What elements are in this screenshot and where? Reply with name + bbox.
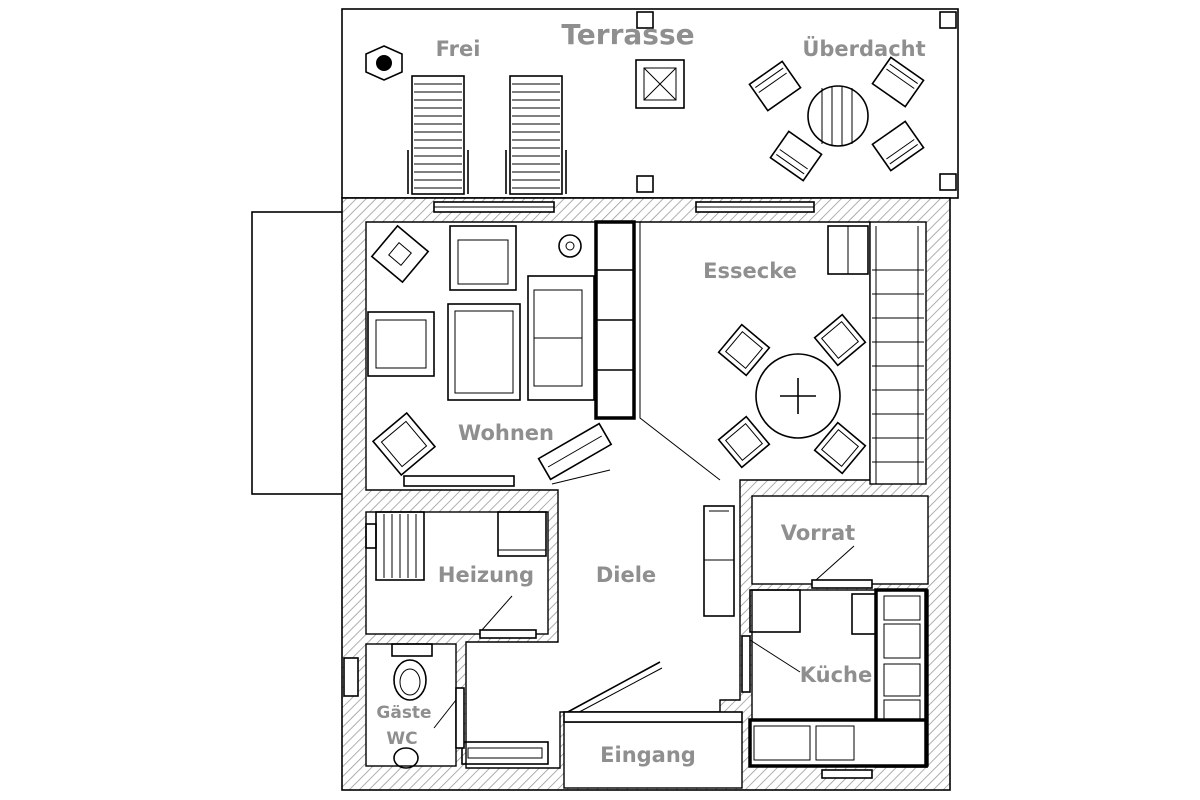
staircase bbox=[872, 226, 924, 484]
label-diele: Diele bbox=[596, 563, 656, 587]
grill-icon bbox=[635, 59, 685, 109]
label-wc: WC bbox=[386, 729, 417, 749]
guest-wc-fixtures bbox=[391, 643, 465, 769]
windows bbox=[343, 201, 815, 697]
label-frei: Frei bbox=[436, 37, 481, 61]
lounger-left bbox=[407, 75, 469, 195]
dining-furniture bbox=[717, 225, 869, 475]
label-kueche: Küche bbox=[800, 663, 873, 687]
terrace bbox=[341, 8, 959, 199]
parasol-icon bbox=[365, 45, 403, 81]
room-dividers bbox=[551, 222, 721, 485]
hall-furniture bbox=[461, 505, 743, 765]
kitchen-furniture bbox=[741, 588, 928, 779]
side-annex bbox=[251, 211, 345, 495]
pantry-door bbox=[811, 545, 873, 589]
label-wohnen: Wohnen bbox=[458, 421, 554, 445]
label-eingang: Eingang bbox=[600, 743, 696, 767]
label-vorrat: Vorrat bbox=[781, 521, 855, 545]
label-essecke: Essecke bbox=[703, 259, 797, 283]
heating-equipment bbox=[365, 511, 547, 639]
label-heizung: Heizung bbox=[438, 563, 534, 587]
room-interiors bbox=[365, 221, 929, 789]
room-labels: Terrasse Frei Überdacht Essecke Wohnen V… bbox=[376, 18, 925, 767]
living-furniture bbox=[367, 220, 636, 487]
lounger-right bbox=[505, 75, 567, 195]
label-gaeste: Gäste bbox=[376, 703, 431, 723]
terrace-dining-set bbox=[748, 56, 925, 182]
label-ueberdacht: Überdacht bbox=[802, 36, 925, 61]
label-terrasse: Terrasse bbox=[561, 18, 694, 51]
